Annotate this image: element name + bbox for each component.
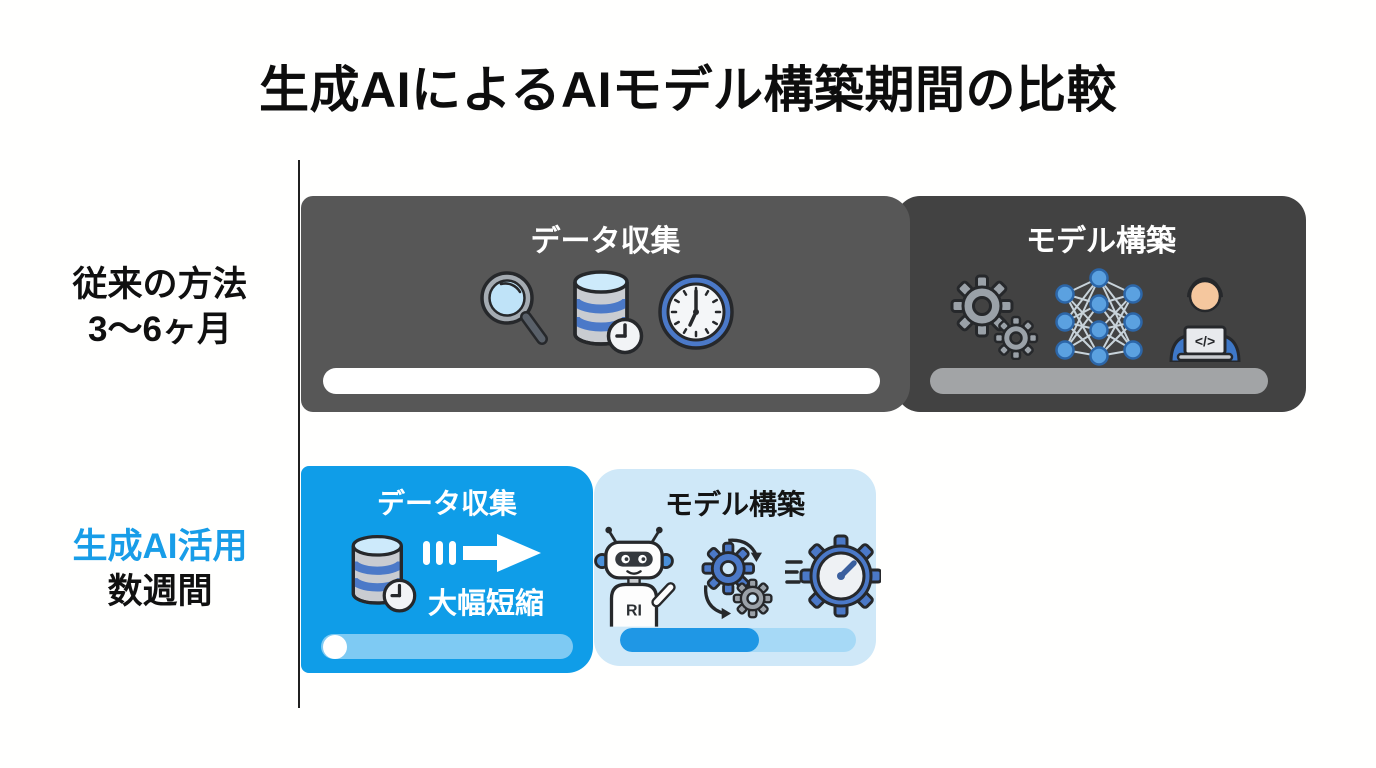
generative-data-collection-segment: データ収集 [301, 466, 593, 673]
segment-title: モデル構築 [664, 489, 805, 520]
traditional-data-collection-segment: データ収集 [301, 196, 910, 412]
segment-title: データ収集 [530, 225, 681, 258]
neural-network-icon [1055, 268, 1143, 366]
speedometer-icon [785, 534, 881, 618]
traditional-label-block: 従来の方法 3〜6ヶ月 [30, 262, 290, 352]
traditional-model-building-segment: モデル構築 [896, 196, 1306, 412]
laptop-code-glyph: </> [1195, 333, 1215, 349]
traditional-data-collection-progress [323, 368, 880, 394]
robot-icon: RI [594, 526, 676, 627]
generative-model-building-progress [620, 628, 856, 652]
gears-sync-icon [701, 538, 773, 620]
traditional-model-building-progress [930, 368, 1268, 394]
progress-start-dot [323, 634, 347, 659]
generative-data-collection-icons: 大幅短縮 [345, 524, 549, 622]
database-clock-icon [572, 270, 643, 355]
timeline-axis [298, 160, 300, 708]
generative-duration: 数週間 [107, 572, 213, 611]
traditional-model-building-icons: </> [949, 266, 1253, 366]
magnifier-icon [479, 271, 548, 345]
segment-title: データ収集 [376, 488, 517, 519]
generative-method-name: 生成AI活用 [72, 527, 248, 566]
generative-model-building-icons: RI [589, 525, 881, 627]
database-clock-icon [351, 534, 417, 612]
gears-icon [950, 274, 1039, 360]
generative-data-collection-progress [321, 634, 573, 659]
page-title: 生成AIによるAIモデル構築期間の比較 [259, 62, 1117, 118]
generative-model-building-segment: モデル構築 RI [594, 469, 881, 666]
speed-arrow-icon [423, 534, 541, 572]
generative-model-progress-fill [620, 628, 760, 652]
traditional-data-collection-icons [476, 266, 736, 358]
robot-chest-text: RI [626, 602, 642, 619]
developer-icon: </> [1169, 277, 1241, 362]
traditional-method-name: 従来の方法 [72, 265, 248, 304]
clock-icon [657, 274, 734, 350]
shorten-note: 大幅短縮 [427, 588, 544, 620]
traditional-duration: 3〜6ヶ月 [88, 310, 232, 349]
shorten-annotation: 大幅短縮 [423, 530, 549, 622]
generative-label-block: 生成AI活用 数週間 [30, 524, 290, 614]
segment-title: モデル構築 [1026, 225, 1176, 258]
